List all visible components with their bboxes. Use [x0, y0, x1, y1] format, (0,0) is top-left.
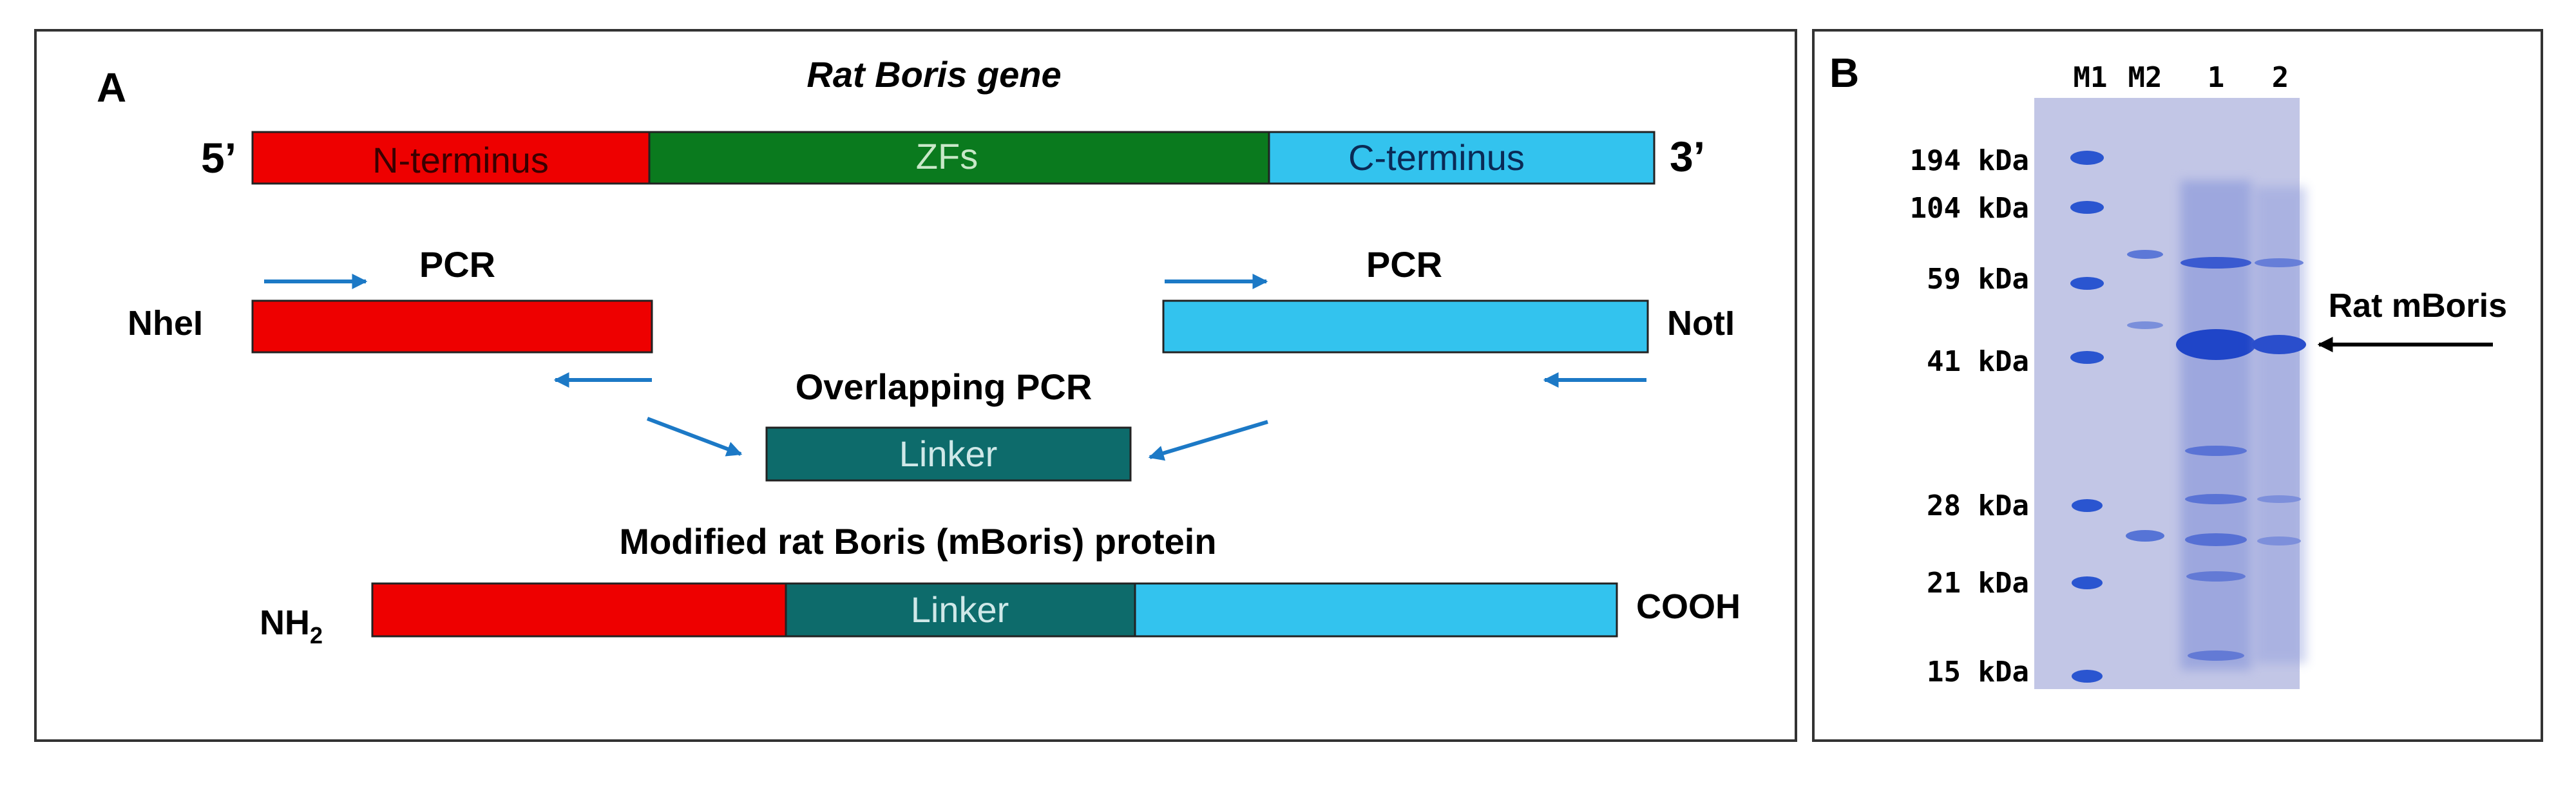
panel-a: A Rat Boris gene 5’ N-terminus ZFs C-ter…	[34, 29, 1797, 742]
marker-label-21: 21 kDa	[1927, 567, 2029, 600]
m1-band-41	[2070, 351, 2104, 364]
marker-label-194: 194 kDa	[1910, 144, 2029, 177]
gene-title: Rat Boris gene	[806, 54, 1061, 95]
n-terminus-segment	[251, 131, 651, 185]
linker-fragment-label: Linker	[899, 433, 998, 474]
gene-bar: 5’ N-terminus ZFs C-terminus 3’	[201, 131, 1705, 185]
c-terminus-label: C-terminus	[1348, 137, 1525, 178]
lane-1-band-c	[2185, 533, 2247, 546]
marker-lane-m1	[2070, 151, 2104, 683]
m1-band-104	[2070, 201, 2104, 214]
lane-1-band-e	[2188, 650, 2244, 661]
lane-2-band-a	[2257, 495, 2301, 503]
c-terminus-fragment	[1162, 299, 1649, 354]
five-prime-label: 5’	[201, 134, 236, 182]
lane-1-band-mboris	[2176, 329, 2256, 360]
panel-b: B M1 M2 1 2 194 kDa 104 kDa 59 kDa 41 kD…	[1812, 29, 2543, 742]
nh2-subscript: 2	[310, 622, 323, 649]
protein-linker	[785, 582, 1136, 638]
lane-2-band-b	[2257, 536, 2301, 545]
protein-n-terminus	[371, 582, 787, 638]
lane-1-band-d	[2186, 571, 2246, 582]
right-pcr-fragment: PCR NotI	[1162, 244, 1735, 388]
marker-label-15: 15 kDa	[1927, 656, 2029, 688]
linker-fragment	[765, 426, 1132, 482]
sample-lane-1	[2176, 180, 2256, 670]
gel-image	[2034, 98, 2306, 689]
protein-c-terminus	[1134, 582, 1618, 638]
m1-band-194	[2070, 151, 2104, 165]
panel-a-letter: A	[97, 64, 126, 111]
m1-band-21	[2072, 576, 2103, 589]
marker-label-28: 28 kDa	[1927, 489, 2029, 522]
nh2-base: NH	[260, 603, 310, 642]
m2-band-upper	[2127, 250, 2163, 259]
lane-labels: M1 M2 1 2	[2074, 61, 2289, 94]
n-terminus-label: N-terminus	[372, 140, 549, 180]
n-terminus-fragment	[251, 299, 653, 354]
lane-2-smear	[2255, 187, 2306, 663]
panel-b-frame	[1812, 29, 2543, 742]
lane-label-2: 2	[2272, 61, 2289, 94]
c-terminus-segment	[1268, 131, 1655, 185]
m2-band-mid	[2127, 321, 2163, 329]
overlapping-pcr-label: Overlapping PCR	[796, 366, 1092, 407]
nhei-label: NheI	[128, 304, 203, 343]
m1-band-28	[2072, 499, 2103, 512]
marker-labels: 194 kDa 104 kDa 59 kDa 41 kDa 28 kDa 21 …	[1910, 144, 2029, 688]
m1-band-59	[2070, 277, 2104, 290]
protein-linker-label: Linker	[911, 589, 1009, 630]
lane-2-band-59	[2255, 258, 2304, 267]
protein-title: Modified rat Boris (mBoris) protein	[619, 521, 1216, 562]
panel-b-letter: B	[1829, 50, 1859, 96]
zfs-label: ZFs	[916, 136, 978, 176]
panel-a-frame	[34, 29, 1797, 742]
nh2-label: NH2	[260, 603, 323, 649]
marker-lane-m2	[2126, 250, 2164, 542]
lane-1-band-59	[2180, 257, 2251, 269]
marker-label-104: 104 kDa	[1910, 192, 2029, 225]
noti-label: NotI	[1667, 304, 1735, 343]
lane-label-m1: M1	[2074, 61, 2108, 94]
three-prime-label: 3’	[1670, 133, 1705, 180]
pcr-right-label: PCR	[1366, 244, 1442, 285]
m2-band-lower	[2126, 530, 2164, 542]
marker-label-41: 41 kDa	[1927, 345, 2029, 378]
marker-label-59: 59 kDa	[1927, 263, 2029, 296]
overlapping-pcr: Overlapping PCR Linker	[646, 366, 1268, 482]
sample-lane-2	[2252, 187, 2306, 663]
merge-arrow-left	[646, 417, 743, 457]
rat-mboris-label: Rat mBoris	[2329, 287, 2507, 325]
lane-2-band-mboris	[2252, 335, 2306, 354]
pcr-left-label: PCR	[419, 244, 495, 285]
left-pcr-fragment: PCR NheI	[128, 244, 653, 388]
zfs-segment	[648, 131, 1270, 185]
lane-label-m2: M2	[2128, 61, 2162, 94]
lane-1-band-a	[2185, 446, 2247, 456]
merge-arrow-right	[1148, 420, 1268, 461]
m1-band-15	[2072, 670, 2103, 683]
lane-1-band-b	[2185, 494, 2247, 504]
cooh-label: COOH	[1636, 587, 1741, 626]
lane-1-smear	[2180, 180, 2251, 670]
modified-protein: Modified rat Boris (mBoris) protein NH2 …	[260, 521, 1741, 649]
lane-label-1: 1	[2208, 61, 2225, 94]
